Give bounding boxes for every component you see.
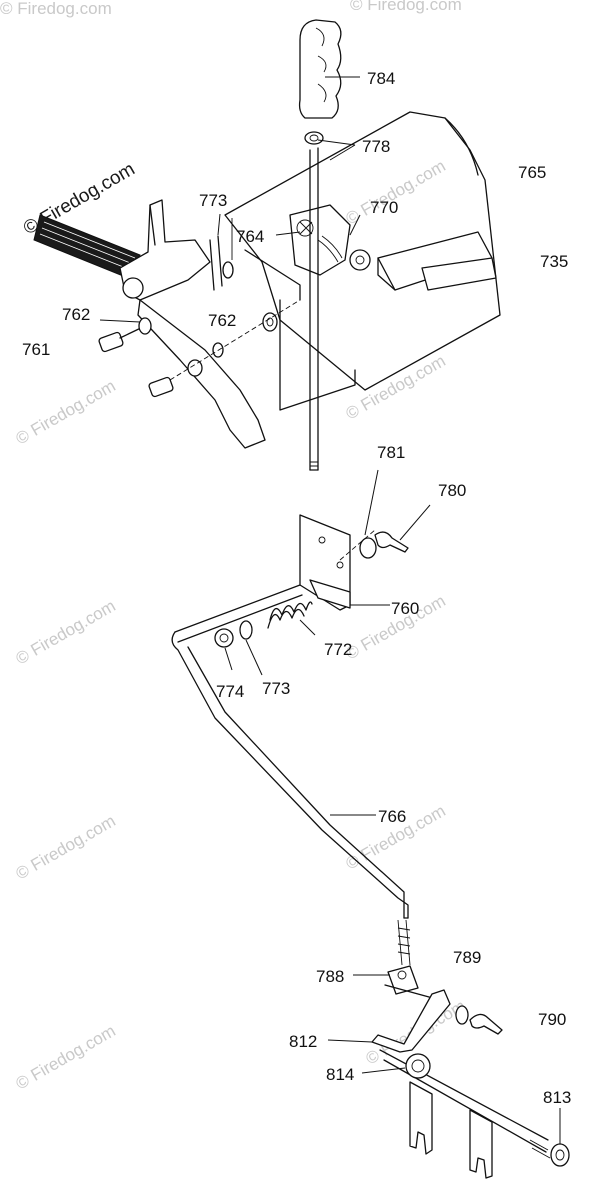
part-label-773: 773 — [199, 191, 227, 210]
spring-772 — [214, 601, 313, 648]
shift-plate-770 — [289, 204, 371, 276]
part-label-772: 772 — [324, 640, 352, 659]
part-label-814: 814 — [326, 1065, 354, 1084]
pin-780 — [339, 529, 409, 561]
part-label-813: 813 — [543, 1088, 571, 1107]
rod-766 — [171, 584, 411, 966]
shift-rod — [309, 147, 319, 471]
watermark-text: © Firedog.com — [13, 376, 119, 448]
part-label-784: 784 — [367, 69, 395, 88]
part-label-762: 762 — [208, 311, 236, 330]
clip-773-upper — [209, 235, 234, 291]
part-label-770: 770 — [370, 198, 398, 217]
part-label-765: 765 — [518, 163, 546, 182]
watermark-text: © Firedog.com — [13, 1021, 119, 1093]
part-label-762: 762 — [62, 305, 90, 324]
part-label-812: 812 — [289, 1032, 317, 1051]
part-label-764: 764 — [236, 227, 264, 246]
part-label-761: 761 — [22, 340, 50, 359]
part-label-778: 778 — [362, 137, 390, 156]
bolts-762 — [98, 299, 301, 398]
part-label-766: 766 — [378, 807, 406, 826]
clip-789-790 — [455, 1005, 503, 1035]
watermark-text: © Firedog.com — [13, 596, 119, 668]
part-label-790: 790 — [538, 1010, 566, 1029]
watermark-text: © Firedog.com — [350, 0, 462, 14]
indicator-735 — [377, 231, 497, 291]
knob-784 — [298, 19, 342, 145]
part-label-780: 780 — [438, 481, 466, 500]
part-label-781: 781 — [377, 443, 405, 462]
part-label-760: 760 — [391, 599, 419, 618]
part-label-735: 735 — [540, 252, 568, 271]
part-label-773: 773 — [262, 679, 290, 698]
part-labels: 784 778 765 773 770 764 735 762 762 761 … — [22, 69, 571, 1107]
pedal-761 — [33, 199, 266, 449]
shift-arm-812 — [371, 989, 570, 1179]
bracket-760 — [299, 514, 351, 611]
watermark-text: © Firedog.com — [13, 811, 119, 883]
leader-lines — [99, 76, 561, 1144]
watermark-text: © Firedog.com — [343, 351, 449, 423]
part-label-789: 789 — [453, 948, 481, 967]
part-label-788: 788 — [316, 967, 344, 986]
watermark-text: © Firedog.com — [0, 0, 112, 18]
part-label-774: 774 — [216, 682, 244, 701]
